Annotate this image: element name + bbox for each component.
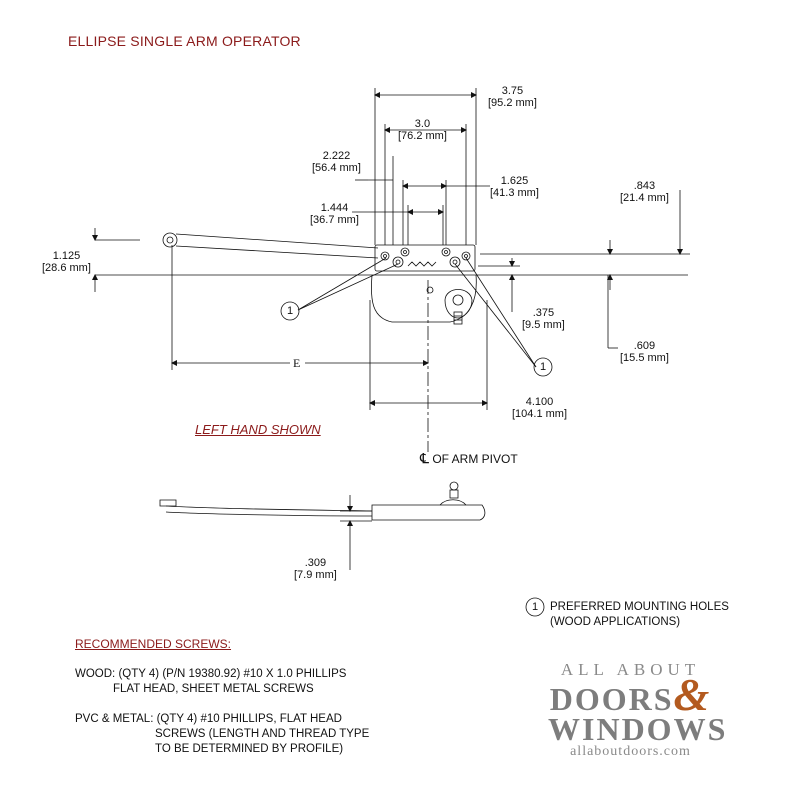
dim-value: .309 xyxy=(304,557,327,569)
dim-1-125 xyxy=(92,228,140,292)
dim-value: .843 xyxy=(633,180,656,192)
dim-label-3-0: 3.0 [76.2 mm] xyxy=(398,118,447,142)
dim-metric: [76.2 mm] xyxy=(398,130,447,142)
dim-label-1-125: 1.125 [28.6 mm] xyxy=(42,250,91,274)
dim-2-222 xyxy=(355,156,394,245)
dim-label-1-444: 1.444 [36.7 mm] xyxy=(310,202,359,226)
dim-3-0 xyxy=(384,124,467,245)
dim-3-75 xyxy=(374,88,477,245)
dim-0-375 xyxy=(478,258,520,312)
dim-label-0-843: .843 [21.4 mm] xyxy=(620,180,669,204)
callout-circle-right xyxy=(533,357,553,377)
screws-pvc-line2: SCREWS (LENGTH AND THREAD TYPE xyxy=(155,728,370,740)
dim-label-1-625: 1.625 [41.3 mm] xyxy=(490,175,539,199)
dim-label-e: E xyxy=(293,356,301,370)
callout-leaders-right xyxy=(454,257,537,368)
dim-4-100 xyxy=(369,300,488,410)
dim-metric: [15.5 mm] xyxy=(620,352,669,364)
dim-label-0-375: .375 [9.5 mm] xyxy=(522,307,565,331)
callout-number-left: 1 xyxy=(287,305,294,317)
dim-value: 1.625 xyxy=(500,175,529,187)
screws-pvc: PVC & METAL: (QTY 4) #10 PHILLIPS, FLAT … xyxy=(75,712,369,757)
dim-metric: [36.7 mm] xyxy=(310,214,359,226)
dim-value: 3.0 xyxy=(414,118,431,130)
legend-line2: (WOOD APPLICATIONS) xyxy=(550,616,681,628)
screws-wood-line1: WOOD: (QTY 4) (P/N 19380.92) #10 X 1.0 P… xyxy=(75,668,347,680)
screws-pvc-line3: TO BE DETERMINED BY PROFILE) xyxy=(155,743,344,755)
centerline-label: ℄ OF ARM PIVOT xyxy=(420,450,518,467)
legend-number: 1 xyxy=(532,601,539,613)
dim-e xyxy=(171,245,429,370)
dim-metric: [9.5 mm] xyxy=(522,319,565,331)
operator-side-view xyxy=(159,481,486,570)
dim-label-4-100: 4.100 [104.1 mm] xyxy=(512,396,567,420)
logo-ampersand: & xyxy=(673,669,712,720)
screws-heading: RECOMMENDED SCREWS: xyxy=(75,637,232,651)
operator-plan-view xyxy=(162,232,477,325)
dim-1-444 xyxy=(352,205,444,245)
dim-value: 2.222 xyxy=(322,150,351,162)
logo-line2: DOORS& xyxy=(548,672,713,718)
logo-line1: ALL ABOUT xyxy=(560,660,701,679)
dim-0-609 xyxy=(607,275,618,349)
dim-value: .375 xyxy=(532,307,555,319)
dim-metric: [7.9 mm] xyxy=(294,569,337,581)
dim-label-0-309: .309 [7.9 mm] xyxy=(294,557,337,581)
dim-metric: [21.4 mm] xyxy=(620,192,669,204)
brand-logo: ALL ABOUT DOORS& WINDOWS allaboutdoors.c… xyxy=(548,660,728,760)
callout-circle-left xyxy=(280,301,300,321)
screws-wood: WOOD: (QTY 4) (P/N 19380.92) #10 X 1.0 P… xyxy=(75,667,346,697)
left-hand-label: LEFT HAND SHOWN xyxy=(195,422,321,437)
dim-metric: [56.4 mm] xyxy=(312,162,361,174)
dim-value: 3.75 xyxy=(501,85,524,97)
legend-text: PREFERRED MOUNTING HOLES (WOOD APPLICATI… xyxy=(550,600,729,630)
centerline-text: OF ARM PIVOT xyxy=(432,452,518,466)
callout-number-right: 1 xyxy=(540,361,547,373)
logo-url: allaboutdoors.com xyxy=(570,744,691,759)
dim-metric: [41.3 mm] xyxy=(490,187,539,199)
legend-line1: PREFERRED MOUNTING HOLES xyxy=(550,601,729,613)
dim-metric: [28.6 mm] xyxy=(42,262,91,274)
dim-metric: [95.2 mm] xyxy=(488,97,537,109)
dim-0-843 xyxy=(480,190,690,290)
dim-metric: [104.1 mm] xyxy=(512,408,568,420)
dim-1-625 xyxy=(402,180,490,245)
dim-value: 1.444 xyxy=(320,202,349,214)
logo-doors: DOORS xyxy=(549,681,674,717)
dim-label-2-222: 2.222 [56.4 mm] xyxy=(312,150,361,174)
callout-leaders-left xyxy=(297,257,399,311)
page-title: ELLIPSE SINGLE ARM OPERATOR xyxy=(68,33,301,49)
centerline-icon: ℄ xyxy=(420,450,429,466)
legend-circle xyxy=(525,597,545,617)
dim-value: .609 xyxy=(633,340,656,352)
dim-label-0-609: .609 [15.5 mm] xyxy=(620,340,669,364)
screws-pvc-line1: PVC & METAL: (QTY 4) #10 PHILLIPS, FLAT … xyxy=(75,713,342,725)
logo-line3: WINDOWS xyxy=(548,711,728,747)
dim-label-3-75: 3.75 [95.2 mm] xyxy=(488,85,537,109)
dim-value: 4.100 xyxy=(525,396,554,408)
dim-value: 1.125 xyxy=(52,250,81,262)
screws-wood-line2: FLAT HEAD, SHEET METAL SCREWS xyxy=(113,683,314,695)
